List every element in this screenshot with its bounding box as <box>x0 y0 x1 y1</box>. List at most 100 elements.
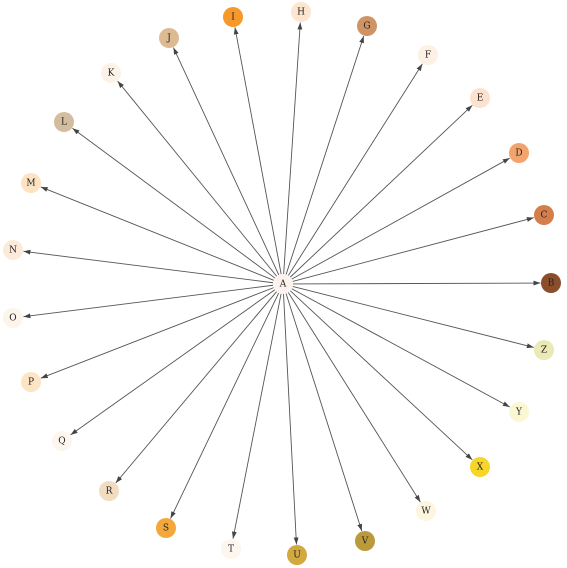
edge-line <box>283 22 303 275</box>
node-f: F <box>418 45 438 65</box>
node-circle <box>223 7 243 27</box>
node-n: N <box>3 240 23 260</box>
node-circle <box>156 518 176 538</box>
node-circle <box>534 340 554 360</box>
edge-line <box>291 157 511 280</box>
node-label: J <box>166 34 171 44</box>
node-label: P <box>28 378 34 388</box>
node-b: B <box>541 273 561 293</box>
edge-line <box>117 80 278 277</box>
edge-line <box>23 284 274 319</box>
node-circle <box>99 481 119 501</box>
node-label: G <box>363 22 370 32</box>
node-z: Z <box>534 340 554 360</box>
node-j: J <box>159 28 179 48</box>
edge-line <box>231 293 282 539</box>
edge-A-F <box>287 63 423 276</box>
node-label: R <box>106 487 113 497</box>
node-label: O <box>9 314 16 324</box>
edge-A-D <box>291 157 511 280</box>
node-label: M <box>26 179 35 189</box>
node-circle <box>470 457 490 477</box>
node-label: E <box>477 94 484 104</box>
node-label: Z <box>541 346 547 356</box>
edge-A-Z <box>292 286 534 349</box>
edge-line <box>233 27 282 275</box>
node-g: G <box>357 16 377 36</box>
edge-line <box>292 217 534 282</box>
node-l: L <box>54 112 74 132</box>
edge-line <box>173 47 280 276</box>
edge-A-B <box>292 280 541 286</box>
edge-A-O <box>23 284 274 319</box>
edge-line <box>23 249 274 284</box>
node-circle <box>541 273 561 293</box>
edge-A-V <box>285 293 363 532</box>
node-u: U <box>287 545 307 565</box>
edge-A-U <box>283 293 299 545</box>
edge-A-Q <box>70 289 276 436</box>
node-label: U <box>293 551 301 561</box>
node-label: S <box>163 524 169 534</box>
node-circle <box>3 308 23 328</box>
node-circle <box>534 205 554 225</box>
node-label: D <box>515 149 522 159</box>
node-i: I <box>223 7 243 27</box>
node-circle <box>287 545 307 565</box>
node-q: Q <box>52 431 72 451</box>
node-label: A <box>279 280 287 290</box>
node-circle <box>21 372 41 392</box>
node-label: X <box>477 463 484 473</box>
node-label: V <box>361 537 369 547</box>
node-s: S <box>156 518 176 538</box>
node-d: D <box>509 143 529 163</box>
node-label: W <box>421 507 431 517</box>
edge-A-P <box>40 287 274 379</box>
edge-A-C <box>292 217 534 282</box>
edge-line <box>170 292 280 519</box>
node-label: F <box>425 51 431 61</box>
edge-layer <box>23 22 541 545</box>
edge-A-W <box>287 292 421 503</box>
node-r: R <box>99 481 119 501</box>
node-circle <box>509 402 529 422</box>
edge-line <box>40 186 274 281</box>
node-circle <box>357 16 377 36</box>
edge-A-M <box>40 186 274 281</box>
node-e: E <box>470 88 490 108</box>
edge-line <box>70 289 276 436</box>
node-c: C <box>534 205 554 225</box>
edge-A-L <box>72 127 276 279</box>
node-circle <box>509 143 529 163</box>
edge-line <box>291 288 510 408</box>
node-label: L <box>61 118 67 128</box>
node-circle <box>3 240 23 260</box>
edge-A-Y <box>291 288 510 408</box>
node-w: W <box>416 501 436 521</box>
node-circle <box>52 431 72 451</box>
edge-line <box>290 290 473 461</box>
node-label: C <box>541 211 548 221</box>
edge-line <box>292 280 541 286</box>
edge-A-I <box>233 27 282 275</box>
node-circle <box>221 539 241 559</box>
node-o: O <box>3 308 23 328</box>
edge-line <box>115 291 277 484</box>
edge-line <box>289 104 473 278</box>
edge-A-E <box>289 104 473 278</box>
edge-A-X <box>290 290 473 461</box>
edge-line <box>285 35 365 275</box>
node-circle <box>273 274 293 294</box>
node-label: T <box>228 545 234 555</box>
edge-A-S <box>170 292 280 519</box>
node-circle <box>159 28 179 48</box>
edge-A-R <box>115 291 277 484</box>
edge-A-T <box>231 293 282 539</box>
edge-A-J <box>173 47 280 276</box>
node-m: M <box>21 173 41 193</box>
node-y: Y <box>509 402 529 422</box>
edge-A-K <box>117 80 278 277</box>
node-v: V <box>355 531 375 551</box>
